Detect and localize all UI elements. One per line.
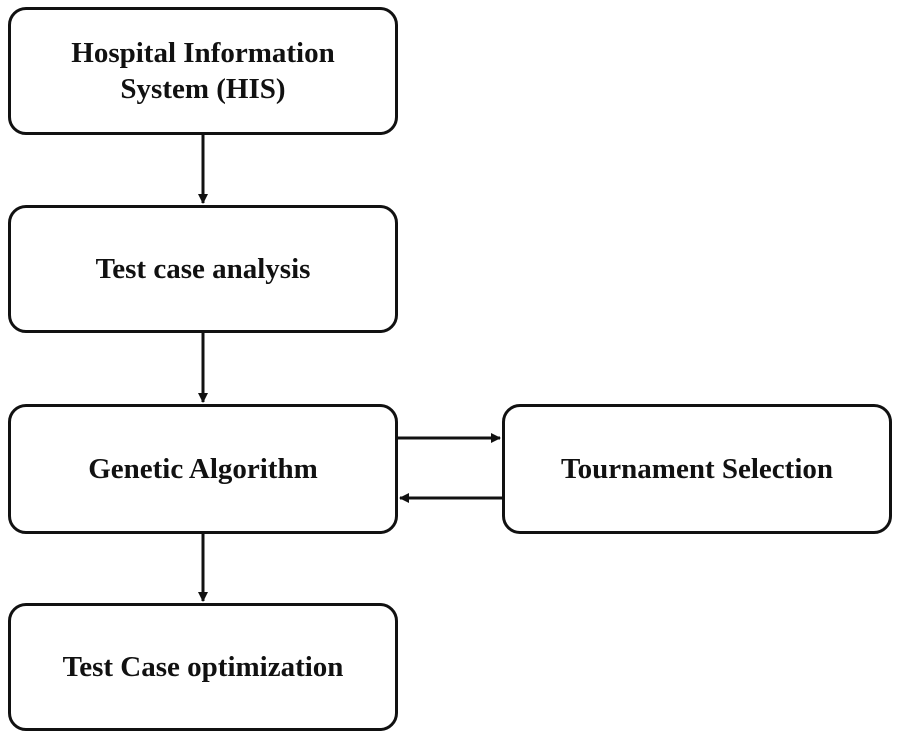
node-hospital-information-system: Hospital Information System (HIS)	[8, 7, 398, 135]
node-label: Test Case optimization	[62, 650, 344, 683]
node-label: Tournament Selection	[560, 452, 834, 485]
node-label: Test case analysis	[95, 252, 311, 285]
node-label: Genetic Algorithm	[88, 452, 318, 485]
node-test-case-optimization: Test Case optimization	[8, 603, 398, 731]
node-test-case-analysis: Test case analysis	[8, 205, 398, 333]
node-genetic-algorithm: Genetic Algorithm	[8, 404, 398, 534]
node-label: Hospital Information System (HIS)	[71, 36, 335, 105]
node-tournament-selection: Tournament Selection	[502, 404, 892, 534]
